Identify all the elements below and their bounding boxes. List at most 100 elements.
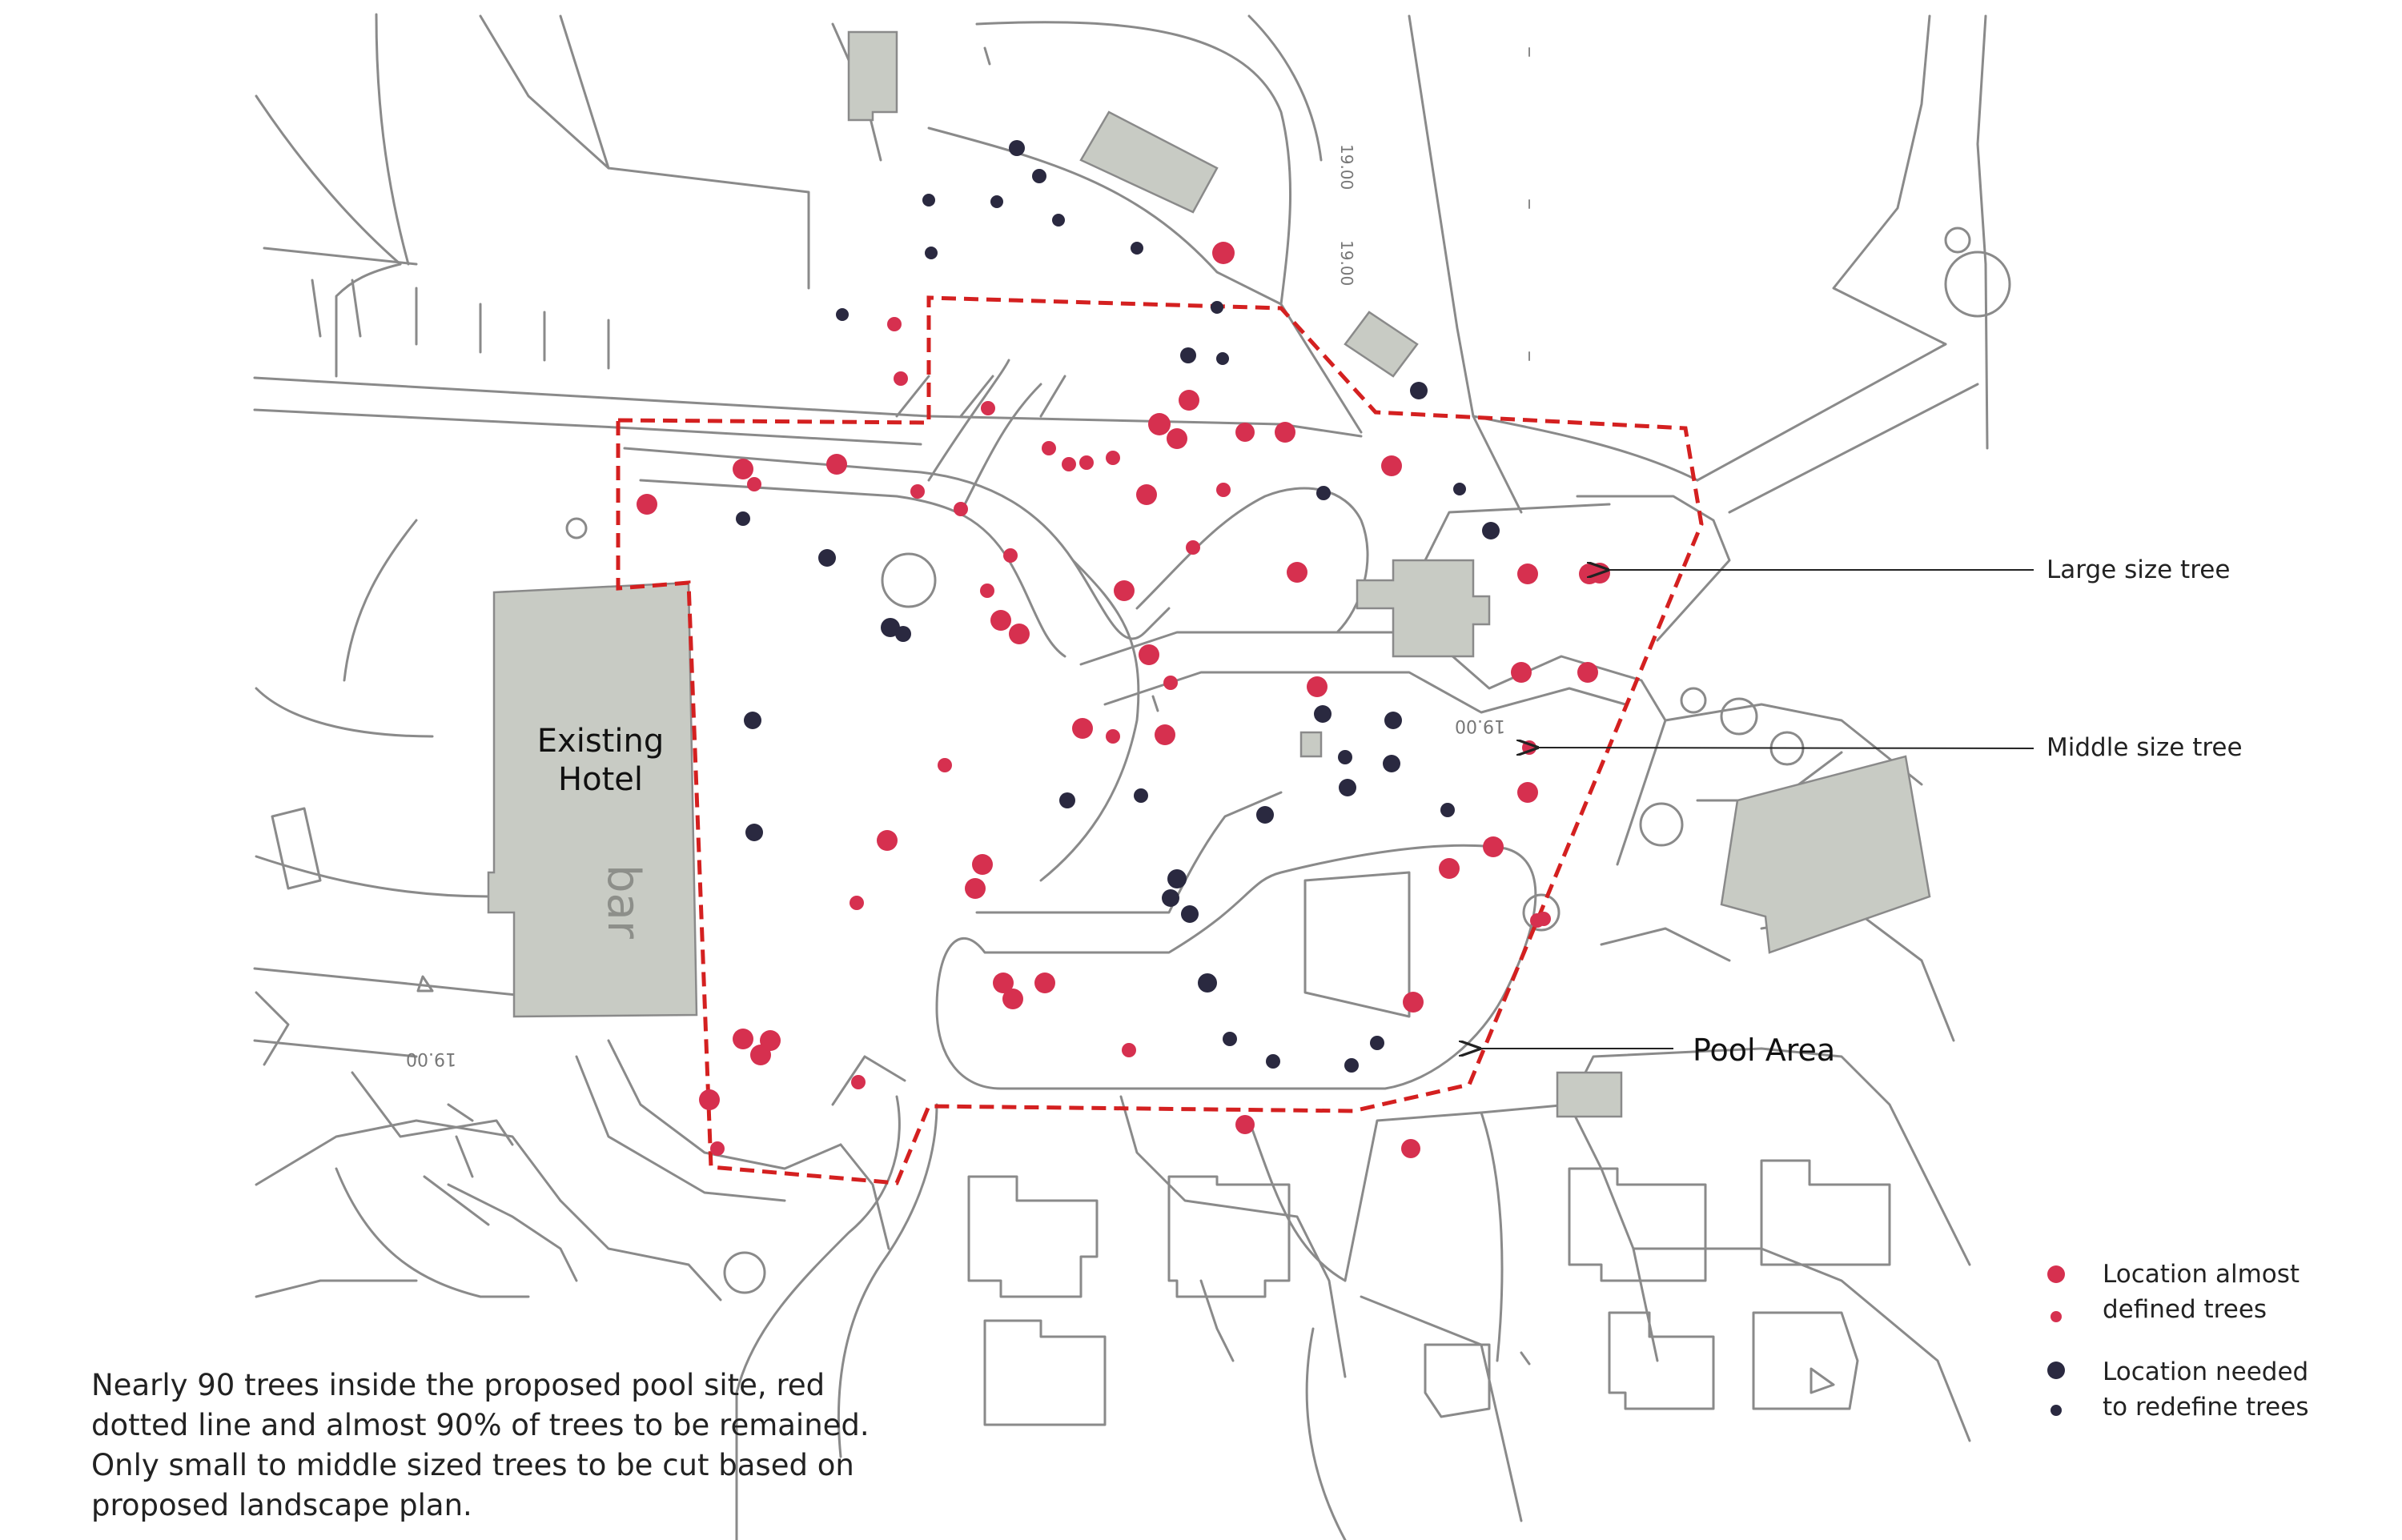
defined-tree (1106, 451, 1120, 465)
defined-tree (1106, 729, 1120, 744)
redefine-tree (818, 549, 836, 567)
redefine-tree (1216, 352, 1229, 365)
defined-tree (980, 584, 994, 598)
defined-tree (1114, 580, 1135, 601)
redefine-tree (895, 626, 911, 642)
defined-tree (954, 502, 968, 516)
legend-small-defined-tree-icon (2051, 1311, 2062, 1322)
building-top-right (1344, 311, 1419, 378)
defined-tree (972, 854, 993, 875)
building-right (1720, 755, 1931, 954)
defined-tree (993, 973, 1014, 993)
map-annotations: 19.00 19.00 19.00 19.00 bar (406, 144, 1505, 1069)
redefine-tree (1032, 169, 1046, 183)
building-center-small (1299, 731, 1323, 758)
redefine-tree (1266, 1054, 1280, 1069)
redefine-tree (1059, 792, 1075, 808)
building-lower-small (1556, 1071, 1623, 1118)
redefine-tree (925, 247, 938, 259)
defined-tree (1002, 989, 1023, 1009)
redefine-tree (1256, 806, 1274, 824)
redefine-tree (1482, 522, 1500, 539)
defined-tree (894, 371, 908, 386)
defined-tree (850, 896, 864, 910)
defined-tree (910, 484, 925, 499)
defined-tree (990, 610, 1011, 631)
defined-tree (965, 878, 986, 899)
defined-tree (938, 758, 952, 772)
redefine-tree (1440, 803, 1455, 817)
redefine-tree (1384, 712, 1402, 729)
redefine-tree (1314, 705, 1332, 723)
redefine-tree (990, 195, 1003, 208)
redefine-tree (745, 824, 763, 841)
defined-tree (826, 454, 847, 475)
redefine-tree (1370, 1036, 1384, 1050)
defined-tree (1483, 836, 1504, 857)
defined-tree (1235, 1115, 1255, 1134)
existing-hotel-label-line2: Hotel (558, 761, 643, 798)
redefine-tree (1180, 347, 1196, 363)
legend-small-redefine-tree-icon (2051, 1405, 2062, 1416)
defined-tree (733, 459, 753, 479)
elevation-label-1: 19.00 (1337, 144, 1356, 190)
redefine-tree (1052, 214, 1065, 227)
redefine-trees (736, 140, 1500, 1073)
redefine-tree (1383, 755, 1400, 772)
defined-tree (1307, 676, 1328, 697)
defined-tree (877, 830, 898, 851)
defined-tree (1163, 676, 1178, 690)
defined-tree (1511, 662, 1532, 683)
middle-tree-label: Middle size tree (2047, 733, 2243, 762)
defined-tree (1003, 548, 1018, 563)
defined-tree (1403, 992, 1424, 1013)
existing-hotel-label-line1: Existing (536, 723, 665, 760)
defined-tree (760, 1030, 781, 1051)
large-tree-label: Large size tree (2047, 555, 2231, 584)
redefine-tree (1181, 905, 1199, 923)
defined-tree (1167, 428, 1187, 449)
defined-tree (1034, 973, 1055, 993)
defined-tree (1136, 484, 1157, 505)
legend-redefine-text: Location needed to redefine trees (2103, 1358, 2309, 1422)
building-top-left (847, 30, 898, 122)
road-network (253, 13, 2011, 1540)
existing-hotel-label: Existing Hotel (528, 722, 673, 799)
defined-tree (747, 477, 761, 491)
defined-tree (1009, 624, 1030, 644)
legend-defined-text: Location almost defined trees (2103, 1260, 2300, 1324)
site-note: Nearly 90 trees inside the proposed pool… (91, 1368, 870, 1522)
defined-tree (887, 317, 902, 331)
defined-tree (1072, 718, 1093, 739)
defined-tree (1042, 441, 1056, 455)
defined-tree (1216, 483, 1231, 497)
redefine-tree (1211, 301, 1223, 314)
defined-tree (733, 1029, 753, 1049)
redefine-tree (1223, 1032, 1237, 1046)
defined-tree (1522, 740, 1536, 755)
legend-large-redefine-tree-icon (2047, 1362, 2065, 1379)
defined-tree (981, 401, 995, 415)
defined-tree (1212, 242, 1235, 264)
redefine-tree (736, 511, 750, 526)
defined-tree (1287, 562, 1307, 583)
callout-lines (1480, 570, 2034, 1049)
buildings (487, 30, 1931, 1118)
defined-tree (1589, 563, 1610, 584)
defined-tree (1401, 1139, 1420, 1158)
defined-tree (1179, 390, 1199, 411)
defined-tree (1439, 858, 1460, 879)
defined-tree (1186, 540, 1200, 555)
redefine-tree (1453, 483, 1466, 495)
legend-large-defined-tree-icon (2047, 1265, 2065, 1283)
redefine-tree (1344, 1058, 1359, 1073)
pool-site-boundary (616, 295, 1704, 1185)
defined-tree (1079, 455, 1094, 470)
redefine-tree (1339, 779, 1356, 796)
building-top (1079, 110, 1219, 214)
redefine-tree (1167, 869, 1187, 888)
bar-label: bar (597, 864, 649, 940)
redefine-tree (836, 308, 849, 321)
defined-trees (637, 242, 1610, 1158)
redefine-tree (1131, 242, 1143, 255)
